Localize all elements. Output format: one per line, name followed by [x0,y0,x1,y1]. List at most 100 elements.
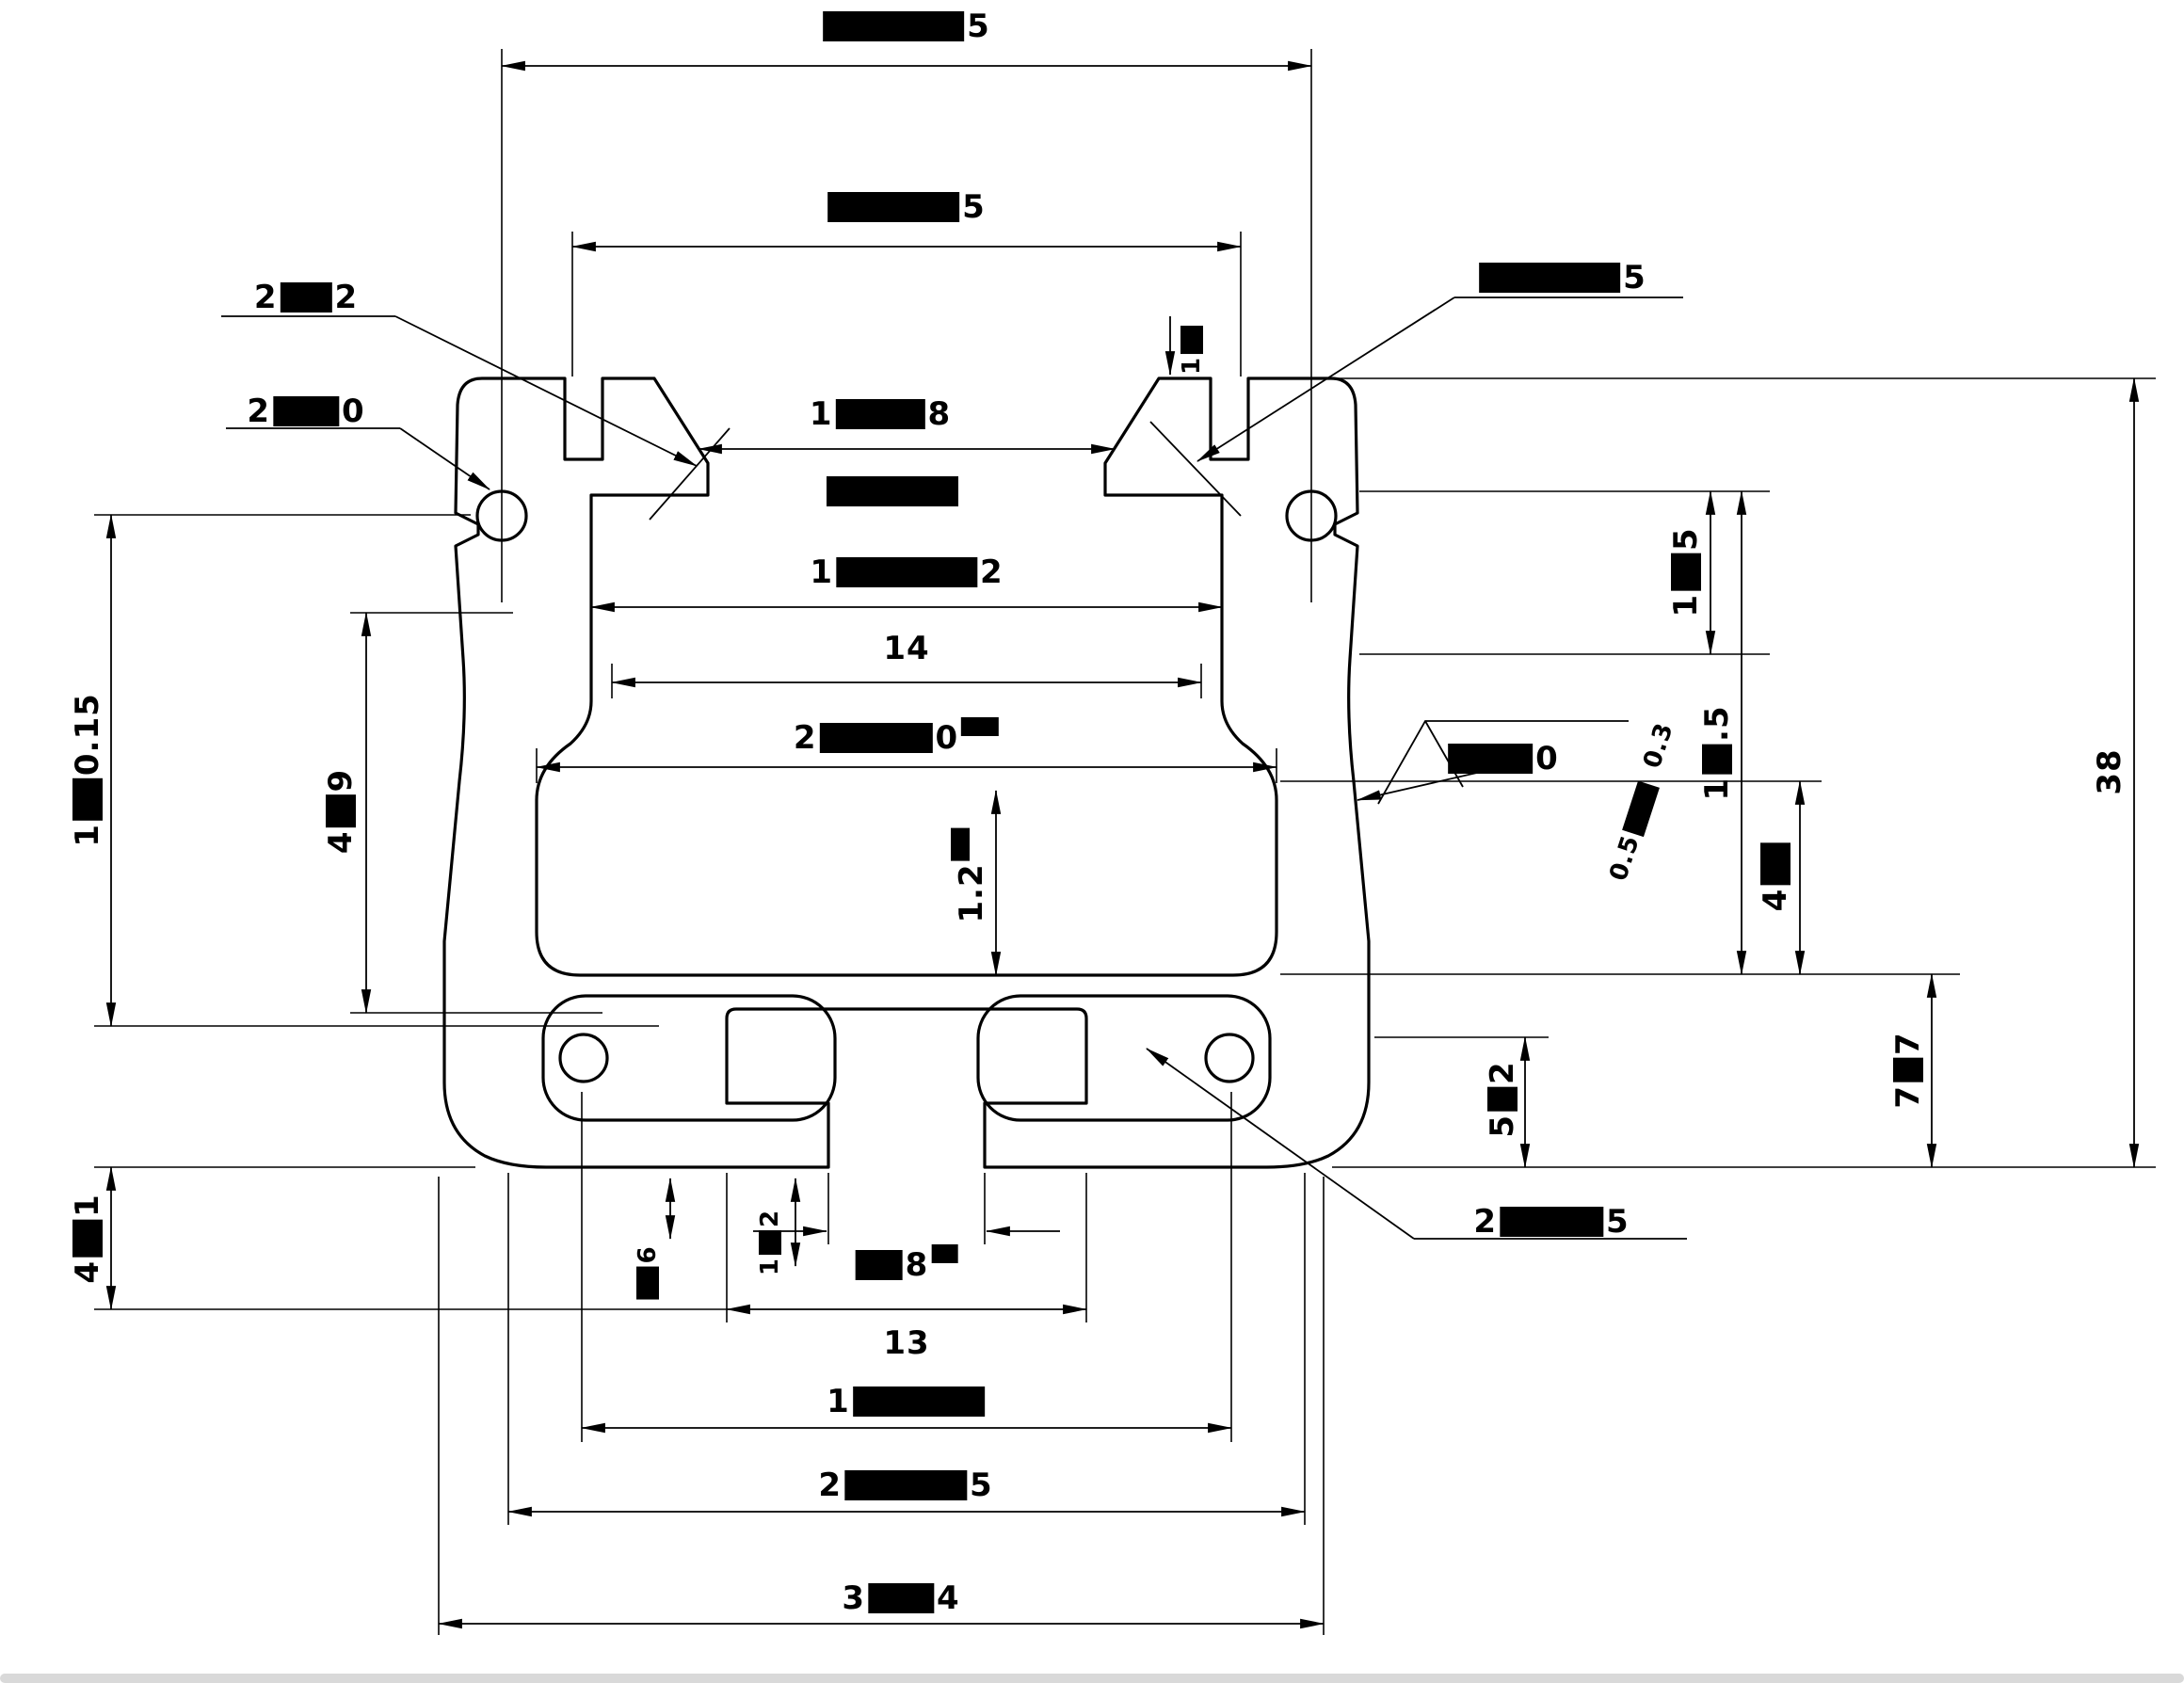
dim-text-fragment: 0 [342,393,365,430]
dim-label-top-inner: 5 [827,191,986,223]
dim-text-fragment: 1 [69,1194,106,1217]
dim-label-slot-mouth: 8 [855,1244,958,1284]
redacted-text-bar [1448,744,1534,774]
dim-text-fragment: 38 [2091,748,2128,795]
surface-finish-symbol [1377,720,1629,805]
dim-text-fragment: 2 [793,719,817,757]
redacted-text-bar [759,1230,781,1255]
dim-text-fragment: 5 [1623,259,1646,297]
profile-outline [442,377,1371,1169]
redacted-text-bar [931,1244,958,1263]
dim-text-fragment: 4 [1757,888,1794,912]
dim-text-fragment: 14 [883,630,930,667]
dim-text-fragment: 1 [756,1258,784,1276]
dim-text-fragment: 3 [842,1579,865,1617]
redacted-text-bar [326,794,356,828]
bottom-slot-left [541,994,837,1122]
redacted-text-bar [827,476,958,506]
dim-text-fragment: 2 [334,279,359,316]
redacted-text-bar [1760,842,1791,886]
dim-text-fragment: 1 [810,553,833,591]
dim-label-chamber: 13 [883,1327,929,1359]
dim-text-fragment: 1 [809,395,833,433]
redacted-text-bar [868,1583,934,1613]
redacted-text-bar [835,399,925,429]
redacted-text-bar [636,1266,659,1300]
dim-text-fragment: 1 [1178,356,1206,376]
dim-label-lip: 1 [1178,325,1206,376]
dim-text-fragment: 5 [1667,527,1705,551]
leader-label-right: 5 [1479,262,1646,294]
dim-text-fragment: 0.15 [69,693,106,777]
dim-text-fragment: 5 [967,8,990,45]
dim-label-circle-spacing: 1 [827,1386,985,1418]
dim-text-fragment: 0 [935,719,959,757]
dim-text-fragment: 2 [1473,1203,1497,1241]
dim-text-fragment: 13 [883,1324,930,1362]
redacted-text-bar [72,778,103,822]
redacted-text-bar [1479,263,1621,293]
dim-text-fragment: 2 [253,279,278,316]
redacted-text-bar [827,192,960,222]
redacted-text-bar [844,1470,967,1500]
extension-lines [94,49,2156,1635]
dim-text-fragment: 8 [927,395,952,433]
dimension-lines [105,60,2140,1629]
dim-text-fragment: 6 [634,1245,662,1264]
dim-text-fragment: 2 [756,1209,784,1227]
dim-text-fragment: 5 [970,1467,993,1504]
dim-text-fragment: 2 [818,1467,842,1504]
redacted-text-bar [1500,1207,1603,1237]
dim-text-fragment: 1 [827,1383,850,1420]
redacted-text-bar [819,723,933,753]
dim-label-right-c: 4 [1757,842,1794,912]
dim-text-fragment: 2 [1484,1061,1521,1084]
surface-note-label: 0 [1448,743,1559,775]
redacted-text-bar [1893,1058,1923,1082]
redacted-text-bar [852,1386,985,1417]
dim-label-step-a: 6 [634,1245,662,1300]
leader-lines [221,297,1687,1240]
dim-text-fragment: 5 [962,188,986,226]
dim-text-fragment: 1 [1667,594,1705,617]
bottom-slots [541,994,1272,1122]
dim-text-fragment: 4 [69,1260,106,1284]
dim-text-fragment: 7 [1889,1032,1927,1055]
dim-label-web: 1.2 [951,827,990,923]
redacted-text-bar [273,396,339,426]
profile-main-contour [442,377,1371,1169]
bottom-slot-right [976,994,1272,1122]
dim-text-fragment: 4 [322,830,360,855]
dim-text-fragment: 4 [937,1579,960,1617]
dim-label-shelf: 14 [883,633,929,665]
dim-text-fragment: 1 [1698,777,1736,801]
dim-text-fragment: 5 [1606,1203,1630,1241]
dim-text-fragment: 0 [1535,740,1559,777]
redacted-text-bar [855,1250,903,1280]
dim-text-fragment: 1 [69,824,106,847]
screw-bore-right [1204,1033,1255,1083]
dim-label-right-b: 1.5 [1698,705,1736,801]
dim-text-fragment: .5 [1698,705,1736,742]
redacted-text-bar [951,827,970,861]
dim-text-fragment: 2 [247,393,270,430]
dim-label-overall-height: 38 [2091,748,2128,795]
dim-text-fragment: 8 [905,1246,929,1284]
screw-bore-left [558,1033,609,1083]
dim-label-center-note [827,476,958,506]
dim-text-fragment: 5 [1484,1114,1521,1138]
redacted-text-bar [836,557,977,587]
redacted-text-bar [1702,744,1732,775]
